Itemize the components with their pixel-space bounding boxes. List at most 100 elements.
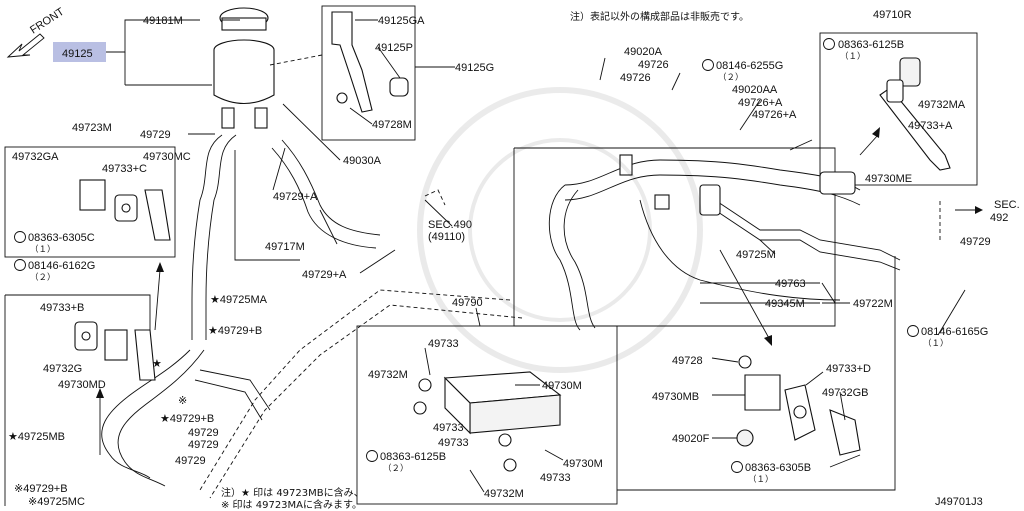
note-not-for-sale: 注）表記以外の構成部品は非販売です。 <box>570 10 749 23</box>
front-arrow-icon <box>6 33 45 58</box>
label-49710R[interactable]: 49710R <box>873 9 912 21</box>
label-49729B-1[interactable]: ★49729+B <box>208 325 262 337</box>
label-49730M-2[interactable]: 49730M <box>563 458 603 470</box>
svg-text:（２）: （２） <box>383 463 409 473</box>
label-49725MB[interactable]: ★49725MB <box>8 431 65 443</box>
label-49733A[interactable]: 49733+A <box>908 120 953 132</box>
label-49733-2[interactable]: 49733 <box>433 422 464 434</box>
label-49730ME[interactable]: 49730ME <box>865 173 912 185</box>
bolt-icon <box>731 461 743 473</box>
label-49030A[interactable]: 49030A <box>343 155 382 167</box>
bolt-icon <box>907 325 919 337</box>
label-49726-1[interactable]: 49726 <box>638 59 669 71</box>
label-49728[interactable]: 49728 <box>672 355 703 367</box>
grommet-49020F[interactable] <box>736 429 754 447</box>
pipe-group-frame <box>513 147 836 327</box>
label-sec[interactable]: SEC. <box>994 199 1020 211</box>
label-49181M[interactable]: 49181M <box>143 15 183 27</box>
label-08146-6162G[interactable]: 08146-6162G <box>28 260 95 272</box>
bolt-icon <box>14 231 26 243</box>
watermark-emblem <box>417 87 703 373</box>
label-49725MA[interactable]: ★49725MA <box>210 294 268 306</box>
label-08363-6305B[interactable]: 08363-6305B <box>745 462 811 474</box>
label-49733-3[interactable]: 49733 <box>438 437 469 449</box>
label-49125P[interactable]: 49125P <box>375 42 413 54</box>
part-label-49125[interactable]: 49125 <box>62 48 93 60</box>
label-49020AA[interactable]: 49020AA <box>732 84 778 96</box>
label-49725M[interactable]: 49725M <box>736 249 776 261</box>
label-49790[interactable]: 49790 <box>452 297 483 309</box>
label-49730MB[interactable]: 49730MB <box>652 391 699 403</box>
clamp-49733C[interactable] <box>79 179 171 241</box>
label-49732G[interactable]: 49732G <box>43 363 82 375</box>
bracket-frame-49710R <box>819 32 978 186</box>
label-49763[interactable]: 49763 <box>775 278 806 290</box>
oil-cooler[interactable] <box>413 371 562 472</box>
svg-text:※: ※ <box>178 395 187 407</box>
bracket-49710R[interactable] <box>879 57 951 171</box>
label-49729-d[interactable]: 49729 <box>175 455 206 467</box>
label-49726A-1[interactable]: 49726+A <box>738 97 783 109</box>
label-49729-c[interactable]: 49729 <box>188 439 219 451</box>
label-sec490[interactable]: SEC.490 <box>428 219 472 231</box>
label-49125G[interactable]: 49125G <box>455 62 494 74</box>
svg-text:（１）: （１） <box>923 338 949 348</box>
label-49729B-2[interactable]: ★49729+B <box>160 413 214 425</box>
svg-text:（１）: （１） <box>840 51 866 61</box>
pipe-joint[interactable] <box>819 171 856 195</box>
label-49730M-1[interactable]: 49730M <box>542 380 582 392</box>
pipe-clamp[interactable] <box>699 184 721 216</box>
bolt-icon <box>702 59 714 71</box>
label-49729A-2[interactable]: 49729+A <box>302 269 347 281</box>
label-49732M-2[interactable]: 49732M <box>484 488 524 500</box>
label-49733-4[interactable]: 49733 <box>540 472 571 484</box>
label-49730MC[interactable]: 49730MC <box>143 151 191 163</box>
label-49732GB[interactable]: 49732GB <box>822 387 868 399</box>
svg-text:（２）: （２） <box>30 272 56 282</box>
label-49732MA[interactable]: 49732MA <box>918 99 966 111</box>
label-49732M-1[interactable]: 49732M <box>368 369 408 381</box>
label-49733D[interactable]: 49733+D <box>826 363 871 375</box>
label-49733B[interactable]: 49733+B <box>40 302 84 314</box>
bracket-group-frame <box>321 5 416 141</box>
clamp-group-frame-2 <box>5 294 151 340</box>
label-49723M[interactable]: 49723M <box>72 122 112 134</box>
label-08363-6125B-2[interactable]: 08363-6125B <box>838 39 904 51</box>
label-49729-e[interactable]: 49729 <box>960 236 991 248</box>
label-49729-b[interactable]: 49729 <box>188 427 219 439</box>
label-08363-6125B-1[interactable]: 08363-6125B <box>380 451 446 463</box>
grommet-49728[interactable] <box>738 355 752 369</box>
label-49345M[interactable]: 49345M <box>765 298 805 310</box>
svg-text:★: ★ <box>152 358 162 370</box>
bolt-icon <box>14 259 26 271</box>
label-49733C[interactable]: 49733+C <box>102 163 147 175</box>
reservoir-bracket[interactable] <box>331 11 409 113</box>
label-08146-6165G[interactable]: 08146-6165G <box>921 326 988 338</box>
label-49020A[interactable]: 49020A <box>624 46 663 58</box>
label-49733-1[interactable]: 49733 <box>428 338 459 350</box>
label-49729-a[interactable]: 49729 <box>140 129 171 141</box>
label-49730MD[interactable]: 49730MD <box>58 379 106 391</box>
label-49725MC[interactable]: ※49725MC <box>28 496 85 508</box>
label-49717M[interactable]: 49717M <box>265 241 305 253</box>
clamp-group-frame-1 <box>4 146 176 258</box>
label-08363-6305C[interactable]: 08363-6305C <box>28 232 95 244</box>
label-08146-6255G[interactable]: 08146-6255G <box>716 60 783 72</box>
label-49125GA[interactable]: 49125GA <box>378 15 425 27</box>
label-49726A-2[interactable]: 49726+A <box>752 109 797 121</box>
reservoir-tank[interactable] <box>213 7 275 129</box>
label-49020F[interactable]: 49020F <box>672 433 710 445</box>
label-49722M[interactable]: 49722M <box>853 298 893 310</box>
label-49726-2[interactable]: 49726 <box>620 72 651 84</box>
clamp-49733B[interactable] <box>74 321 156 381</box>
label-49728M[interactable]: 49728M <box>372 119 412 131</box>
label-49732GA[interactable]: 49732GA <box>12 151 59 163</box>
clamp-49730MB[interactable] <box>744 374 781 411</box>
label-49729B-3[interactable]: ※49729+B <box>14 483 68 495</box>
label-49729A-1[interactable]: 49729+A <box>273 191 318 203</box>
diagram-id: J49701J3 <box>935 496 983 508</box>
clamp-49733D[interactable] <box>784 384 861 456</box>
label-sec-492: 492 <box>990 212 1008 224</box>
